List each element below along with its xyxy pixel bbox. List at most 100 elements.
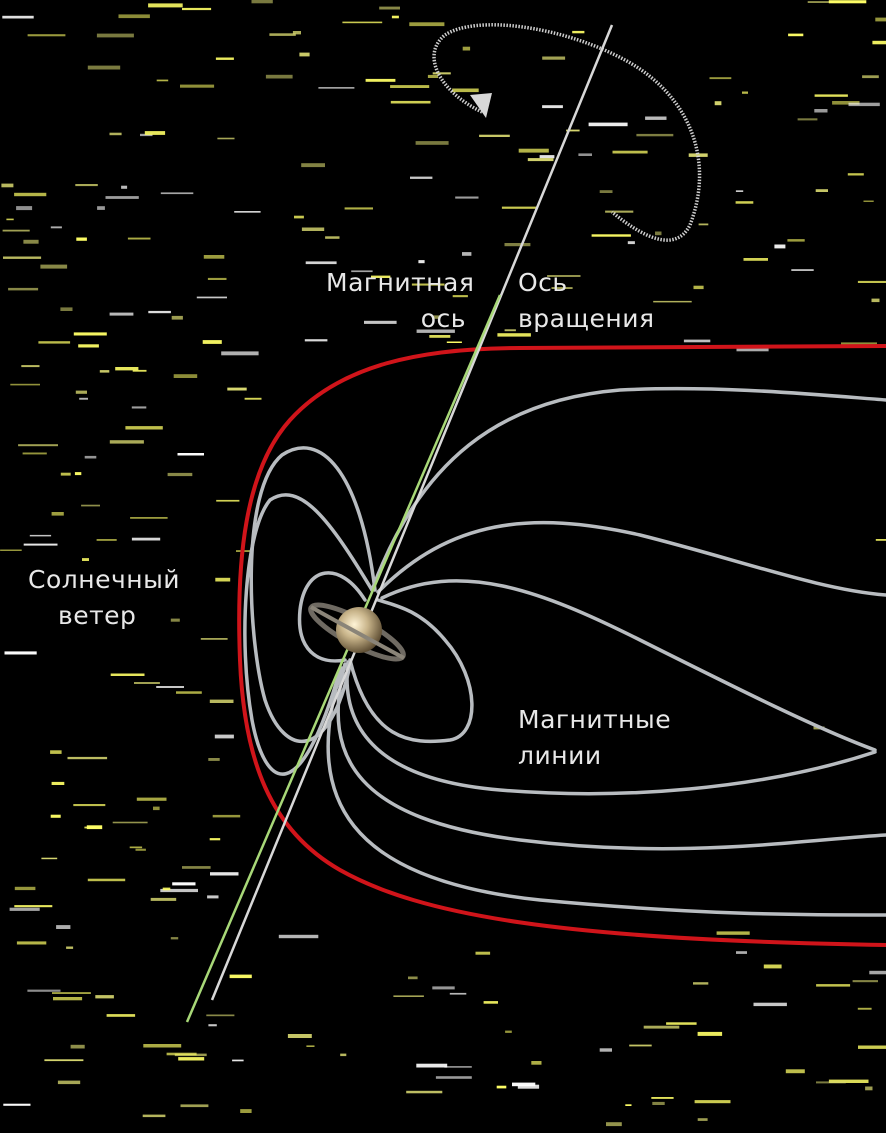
star-streak [52, 992, 91, 994]
star-streak [51, 512, 64, 516]
star-streak [496, 1085, 507, 1089]
star-streak [814, 109, 828, 113]
star-streak [79, 397, 88, 400]
star-streak [109, 312, 134, 316]
star-streak [455, 196, 479, 199]
star-streak [409, 22, 445, 27]
star-streak [588, 122, 628, 127]
star-streak [173, 374, 198, 378]
star-streak [627, 241, 635, 245]
star-streak [16, 941, 47, 945]
star-streak [221, 351, 259, 356]
star-streak [527, 158, 554, 162]
star-streak [301, 227, 325, 231]
star-streak [70, 1044, 85, 1049]
star-streak [180, 1104, 209, 1108]
star-streak [8, 287, 39, 291]
star-streak [697, 1118, 708, 1121]
star-streak [863, 200, 874, 202]
star-streak [14, 192, 47, 197]
star-streak [683, 339, 711, 343]
star-streak [176, 691, 202, 694]
star-streak [99, 370, 110, 373]
star-streak [612, 150, 648, 154]
star-streak [244, 397, 262, 400]
star-streak [390, 100, 431, 104]
star-streak [483, 1001, 498, 1004]
star-streak [518, 148, 549, 153]
star-streak [150, 897, 177, 901]
star-streak [875, 539, 886, 541]
star-streak [418, 260, 425, 264]
solar-wind-label-line2: ветер [58, 601, 137, 630]
star-streak [340, 1053, 347, 1057]
star-streak [127, 237, 151, 240]
star-streak [714, 101, 722, 106]
star-streak [170, 618, 180, 622]
star-streak [6, 218, 14, 221]
star-streak [446, 341, 462, 343]
star-streak [182, 866, 211, 869]
star-streak [166, 1052, 197, 1056]
star-streak [23, 543, 58, 546]
star-streak [379, 6, 400, 10]
star-streak [325, 236, 340, 239]
star-streak [551, 287, 573, 289]
star-streak [251, 0, 273, 4]
star-streak [505, 1030, 512, 1033]
star-streak [591, 234, 631, 237]
star-streak [698, 223, 709, 226]
star-streak [214, 734, 234, 739]
star-streak [497, 333, 531, 337]
star-streak [180, 84, 215, 88]
star-streak [56, 925, 71, 929]
star-streak [73, 332, 107, 336]
star-streak [75, 184, 98, 187]
star-streak [828, 0, 867, 4]
magnetopause-boundary [237, 344, 886, 947]
star-streak [87, 65, 121, 70]
star-streak [462, 252, 472, 256]
star-streak [206, 1014, 235, 1017]
magnetic-axis-line [185, 294, 502, 1023]
star-streak [301, 163, 325, 168]
star-streak [51, 781, 65, 785]
field-line-tail-3 [380, 579, 877, 752]
star-streak [785, 1069, 805, 1074]
star-streak [156, 79, 169, 82]
star-streak [351, 270, 373, 273]
star-streak [142, 1114, 166, 1118]
star-streak [709, 77, 732, 80]
star-streak [693, 285, 704, 290]
star-streak [112, 821, 148, 824]
star-streak [144, 131, 166, 135]
star-streak [342, 21, 383, 24]
star-streak [23, 239, 39, 244]
star-streak [391, 15, 399, 19]
star-streak [27, 34, 66, 37]
magnetic-field-lines [243, 386, 886, 917]
star-streak [2, 229, 30, 232]
solar-wind-label-line1: Солнечный [28, 565, 181, 594]
magnetic-axis-label-line2: ось [420, 304, 466, 333]
star-streak [50, 226, 62, 229]
star-streak [832, 101, 860, 105]
star-streak [797, 118, 818, 121]
star-streak [636, 133, 674, 137]
star-streak [216, 499, 240, 502]
star-streak [196, 296, 227, 299]
star-streak [136, 797, 167, 801]
star-streak [287, 1034, 312, 1038]
star-streak [125, 426, 163, 430]
star-streak [364, 320, 397, 324]
field-line-tail-4 [345, 660, 877, 796]
star-streak [210, 872, 239, 876]
star-streak [148, 310, 171, 314]
star-streak [97, 206, 105, 210]
star-streak [50, 814, 61, 818]
star-streak [73, 804, 106, 807]
star-streak [212, 814, 241, 818]
rotation-axis-label: Ось вращения [518, 265, 654, 337]
